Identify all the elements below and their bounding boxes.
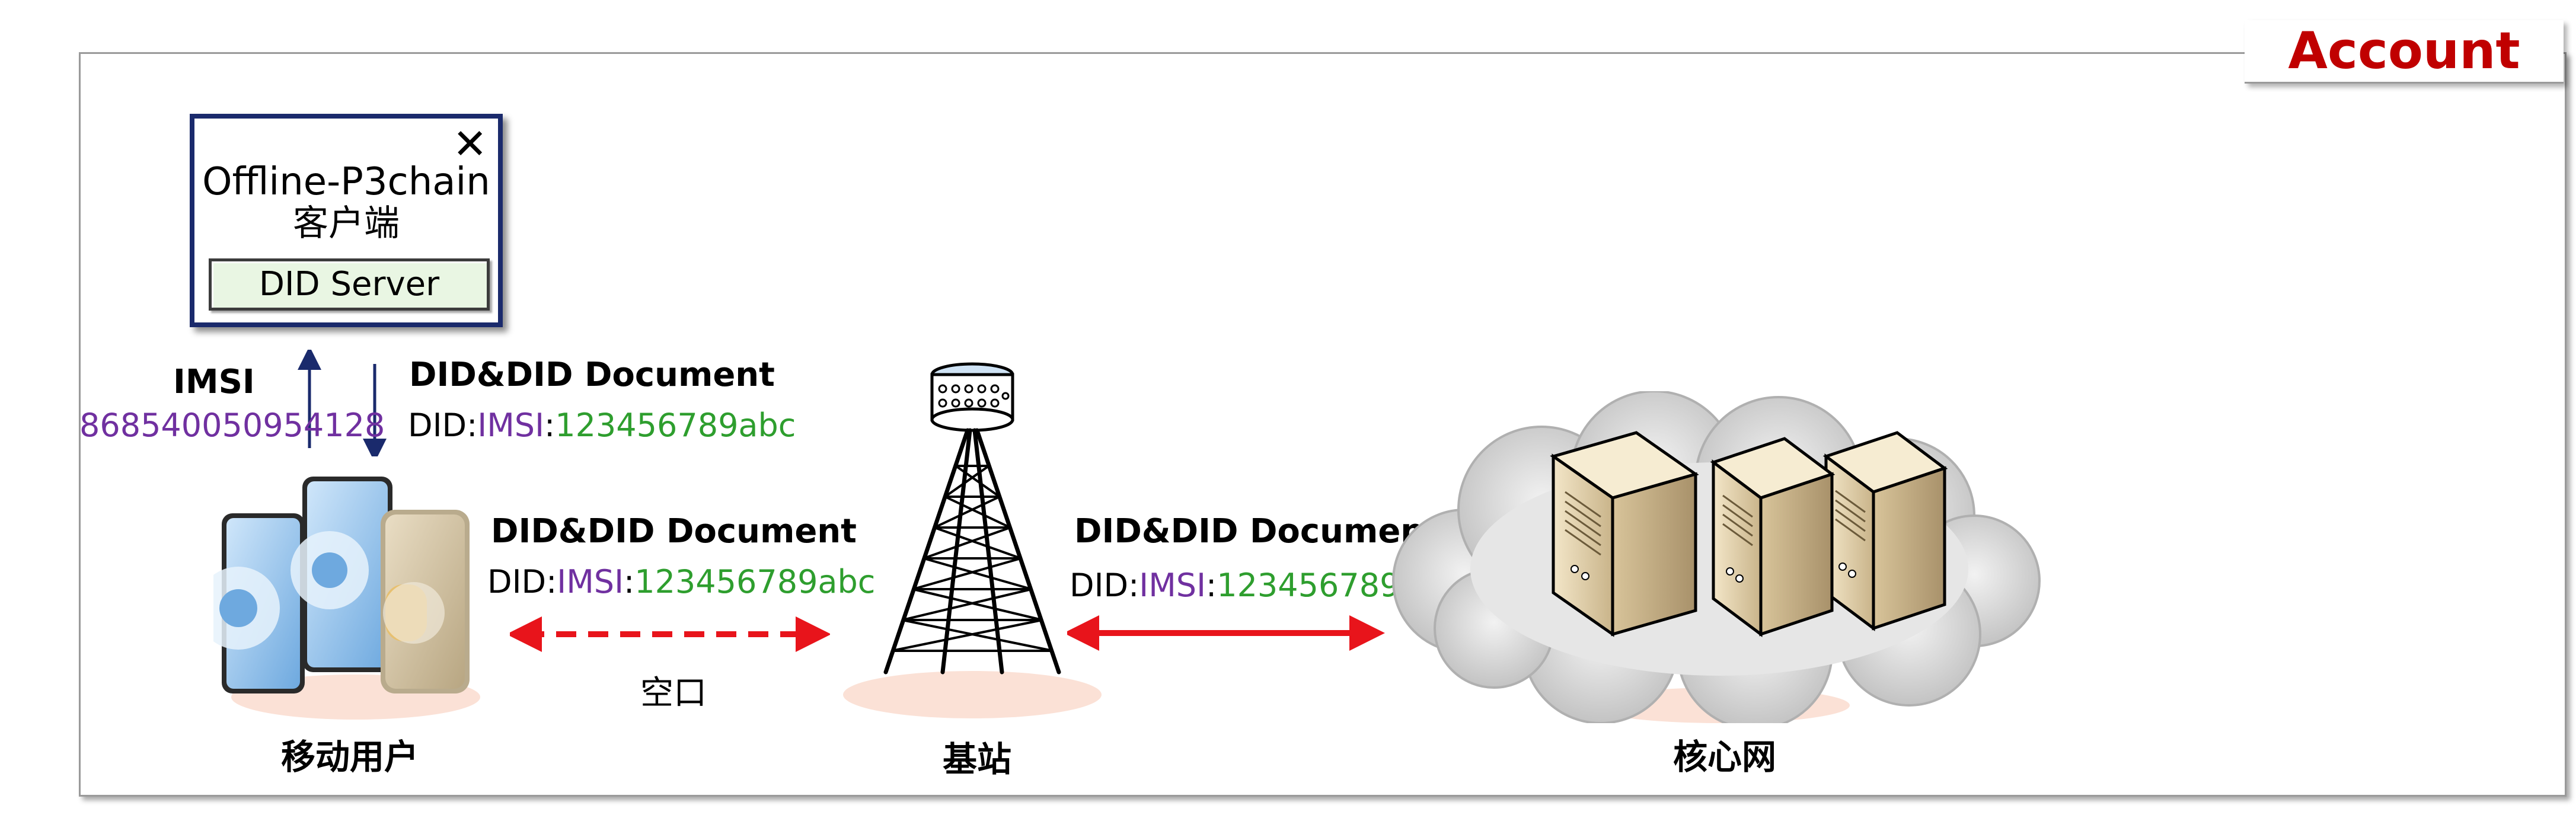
client-window: ✕ Offline-P3chain 客户端 DID Server [190, 114, 503, 327]
account-tag: Account [2245, 20, 2564, 84]
air-did-title: DID&DID Document [491, 512, 857, 551]
core-did-title: DID&DID Document [1074, 512, 1440, 551]
mobile-phones-icon [213, 477, 480, 720]
client-did-line: DID:IMSI:123456789abc [408, 407, 796, 444]
core-network-label: 核心网 [1673, 737, 1777, 777]
client-link-arrows [298, 350, 387, 456]
air-interface-arrow [510, 616, 830, 652]
imsi-value: 868540050954128 [79, 407, 385, 444]
client-title: Offline-P3chain [202, 160, 490, 204]
base-station-label: 基站 [943, 739, 1012, 779]
core-network-cloud-icon [1392, 391, 2041, 723]
mobile-user-label: 移动用户 [281, 737, 419, 777]
air-did-line: DID:IMSI:123456789abc [487, 563, 876, 600]
close-icon[interactable]: ✕ [452, 120, 487, 168]
did-server-button[interactable]: DID Server [209, 258, 490, 311]
base-station-tower-icon [843, 362, 1102, 718]
core-link-arrow [1067, 615, 1385, 651]
client-subtitle: 客户端 [293, 203, 400, 244]
client-did-title: DID&DID Document [409, 356, 775, 394]
imsi-title: IMSI [173, 363, 255, 401]
air-interface-caption: 空口 [640, 674, 707, 712]
